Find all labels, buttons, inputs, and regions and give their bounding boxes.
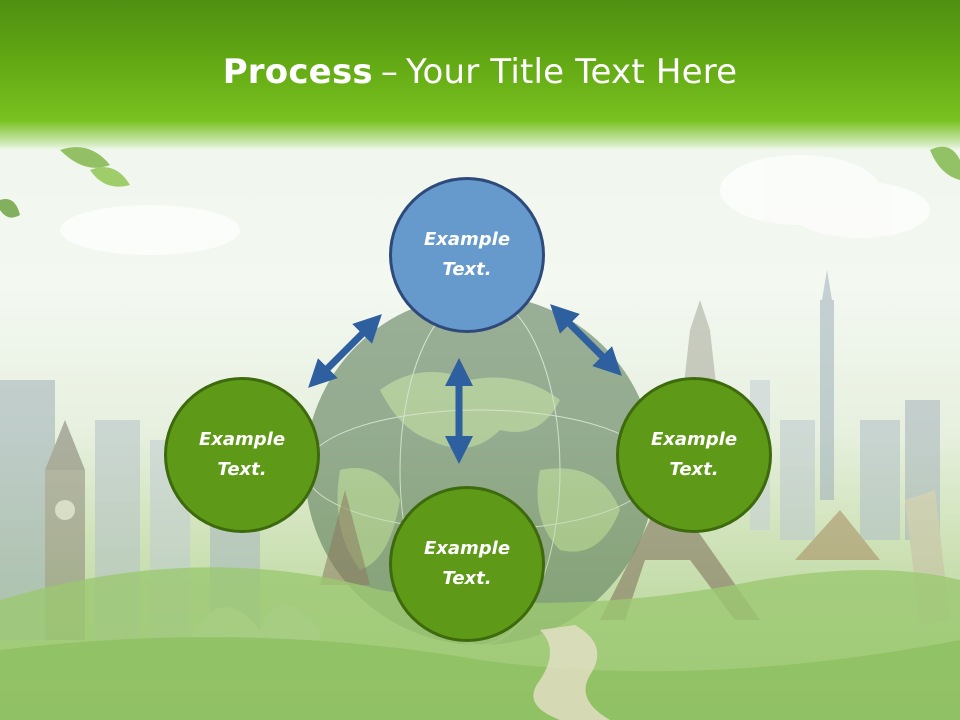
- process-node-bottom[interactable]: Example Text.: [389, 486, 545, 642]
- title-bold: Process: [222, 52, 373, 92]
- title-dash: –: [380, 52, 399, 92]
- header-bar: [0, 0, 960, 150]
- title-rest: Your Title Text Here: [406, 52, 738, 92]
- green-hills: [0, 567, 960, 720]
- process-node-right[interactable]: Example Text.: [616, 377, 772, 533]
- process-node-left[interactable]: Example Text.: [164, 377, 320, 533]
- clouds: [60, 155, 930, 255]
- leaf-decoration: [0, 146, 960, 218]
- slide-title: Process–Your Title Text Here: [0, 52, 960, 92]
- double-arrow-icon-left: [308, 314, 382, 388]
- double-arrow-icon-right: [550, 304, 622, 376]
- city-landmarks-right: [600, 270, 950, 625]
- process-node-top[interactable]: Example Text.: [389, 177, 545, 333]
